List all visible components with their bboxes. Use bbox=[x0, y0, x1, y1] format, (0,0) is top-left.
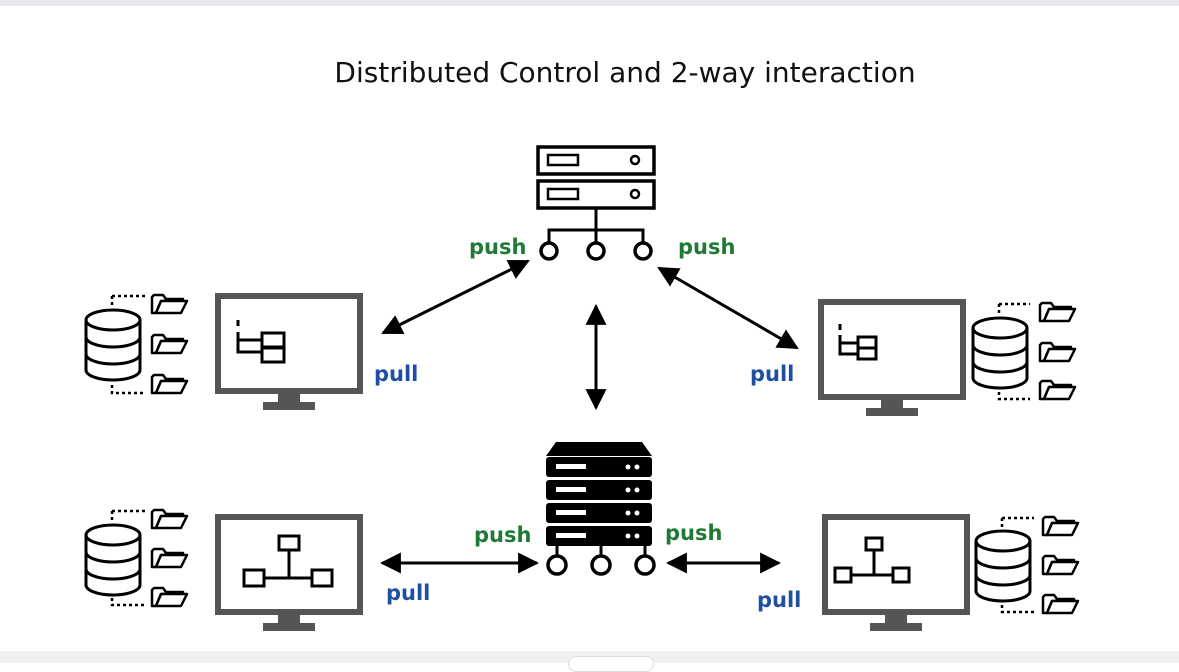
server-stack-icon bbox=[546, 442, 656, 576]
monitor-icon bbox=[821, 302, 963, 416]
folder-tree-icon bbox=[838, 324, 878, 361]
folder-icon bbox=[1041, 554, 1080, 576]
client-bottom-left bbox=[84, 508, 360, 631]
folder-icon bbox=[1041, 515, 1080, 537]
double-arrow-icon bbox=[379, 259, 799, 574]
folder-tree-icon bbox=[236, 320, 286, 364]
database-icon bbox=[974, 529, 1032, 603]
folder-icon bbox=[150, 586, 189, 608]
folder-tree-icon bbox=[833, 536, 911, 584]
folder-icon bbox=[150, 508, 189, 530]
pull-label-bottom-left: pull bbox=[386, 581, 431, 605]
folder-icon bbox=[150, 293, 189, 315]
folder-icon bbox=[1041, 593, 1080, 615]
pull-label-mid-right: pull bbox=[750, 362, 795, 386]
server-rack-icon bbox=[536, 145, 656, 261]
folder-tree-icon bbox=[242, 534, 334, 588]
folder-icon bbox=[150, 333, 189, 355]
pull-label-bottom-right: pull bbox=[757, 588, 802, 612]
monitor-icon bbox=[825, 517, 967, 631]
database-icon bbox=[84, 308, 142, 382]
top-bar bbox=[0, 0, 1179, 6]
bottom-tab-handle[interactable] bbox=[568, 656, 654, 672]
folder-icon bbox=[1038, 341, 1077, 363]
database-icon bbox=[84, 523, 142, 597]
client-bottom-right bbox=[825, 515, 1080, 631]
client-top-left bbox=[84, 293, 360, 410]
push-label-top-left: push bbox=[469, 235, 527, 259]
push-label-bottom-right: push bbox=[665, 521, 723, 545]
folder-icon bbox=[150, 373, 189, 395]
folder-icon bbox=[1038, 301, 1077, 323]
client-top-right bbox=[821, 301, 1077, 416]
diagram-title: Distributed Control and 2-way interactio… bbox=[334, 56, 916, 89]
folder-icon bbox=[150, 547, 189, 569]
pull-label-mid-left: pull bbox=[374, 362, 419, 386]
database-icon bbox=[971, 316, 1029, 390]
push-label-top-right: push bbox=[678, 235, 736, 259]
folder-icon bbox=[1038, 379, 1077, 401]
push-label-bottom-left: push bbox=[474, 523, 532, 547]
